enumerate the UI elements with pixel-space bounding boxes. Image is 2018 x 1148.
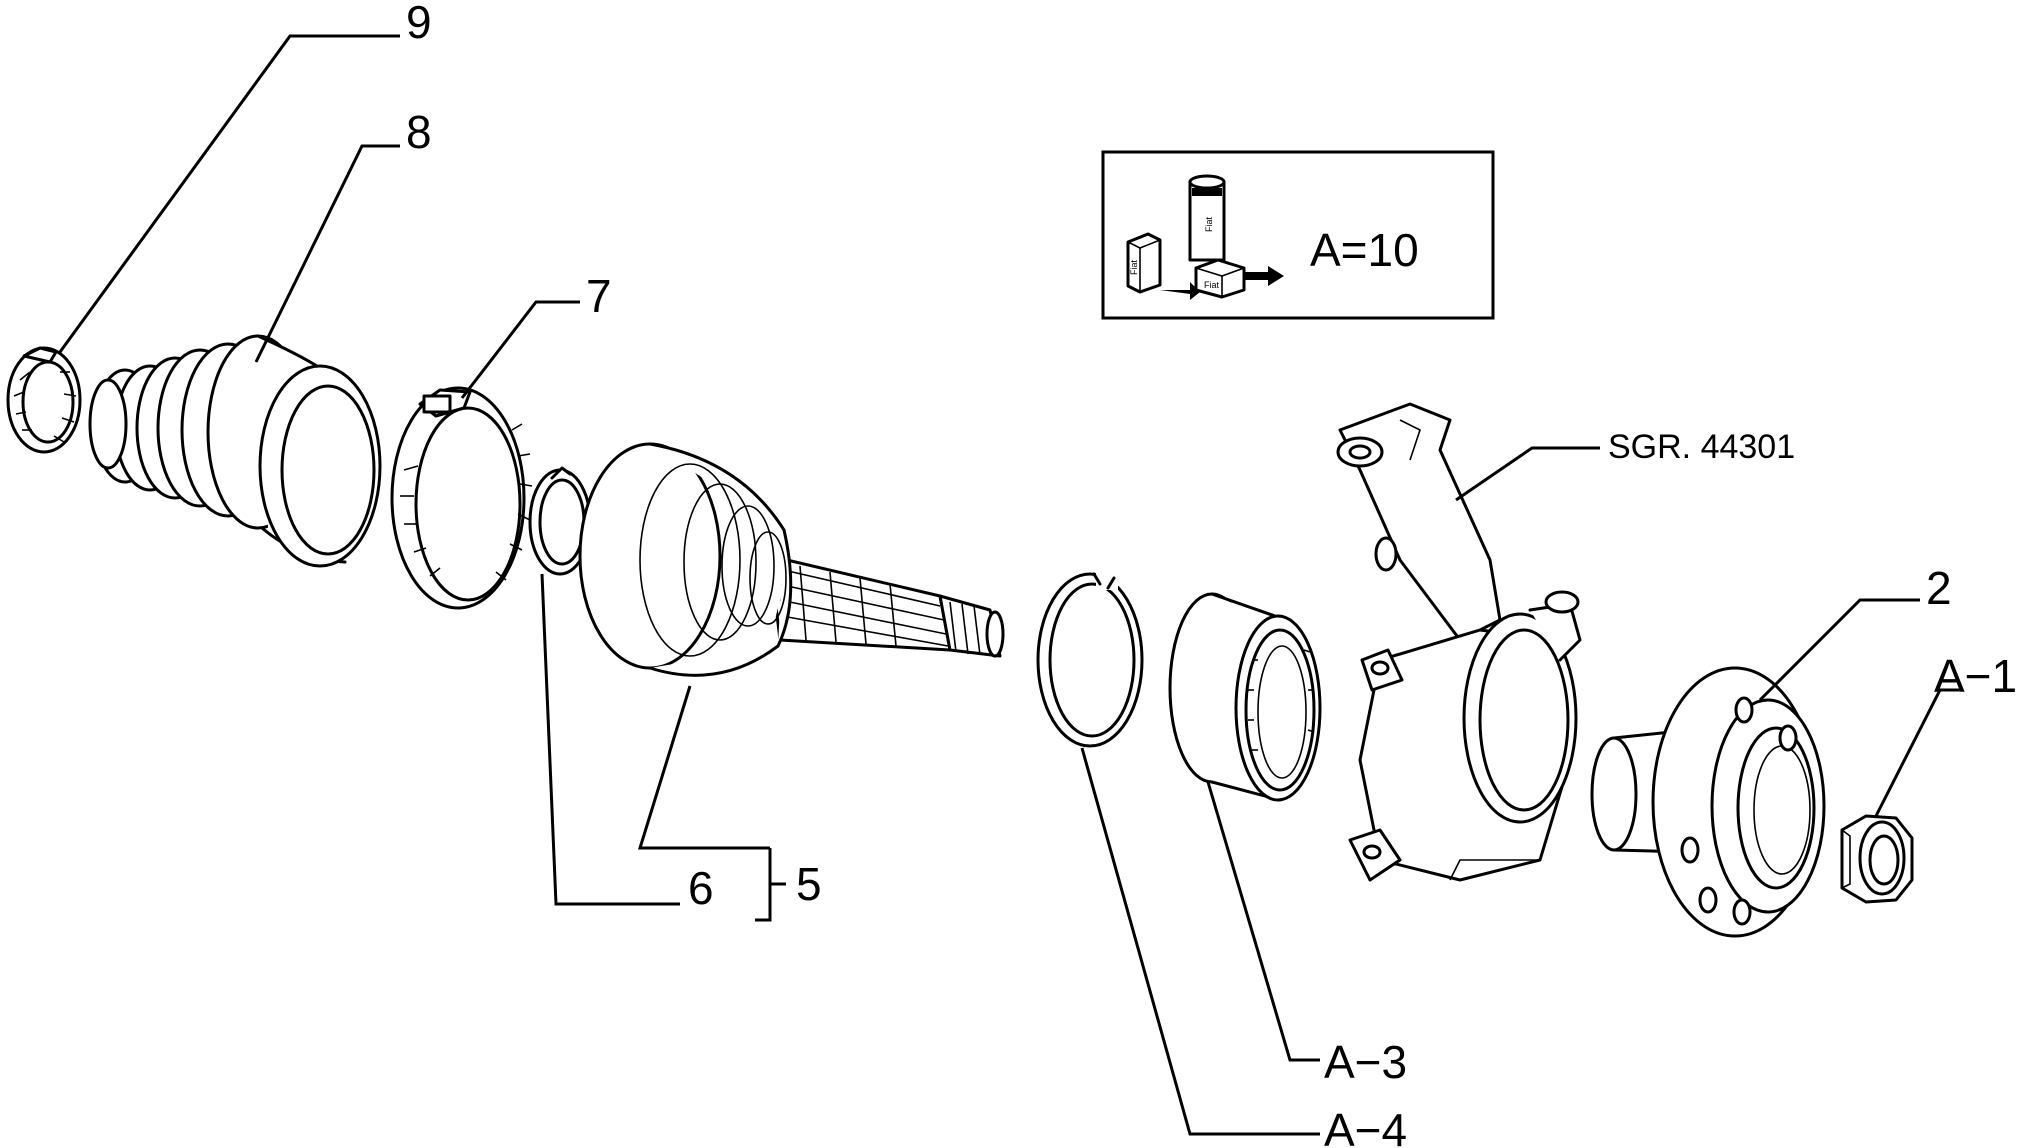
callout-9: 9 bbox=[406, 0, 432, 48]
legend-box: Fiat Fiat Fiat A=10 bbox=[1101, 150, 1495, 320]
can-label: Fiat bbox=[1204, 216, 1214, 232]
hub-nut bbox=[1840, 814, 1914, 904]
wheel-bearing bbox=[1168, 592, 1322, 802]
callout-8: 8 bbox=[406, 106, 432, 158]
snap-ring bbox=[1036, 568, 1144, 748]
cv-boot bbox=[88, 334, 382, 568]
box-label-1: Fiat bbox=[1129, 259, 1139, 275]
leader-lines bbox=[58, 34, 1960, 1136]
box-label-2: Fiat bbox=[1204, 280, 1220, 290]
small-clamp bbox=[6, 346, 82, 454]
callout-a4: A−4 bbox=[1324, 1104, 1407, 1148]
grease-tools-icon: Fiat Fiat Fiat bbox=[1126, 174, 1284, 300]
callout-a1: A−1 bbox=[1934, 650, 2017, 702]
callout-7: 7 bbox=[586, 270, 612, 322]
callout-a3: A−3 bbox=[1324, 1036, 1407, 1088]
callout-2: 2 bbox=[1926, 562, 1952, 614]
callout-5: 5 bbox=[796, 858, 822, 910]
steering-knuckle bbox=[1336, 402, 1582, 882]
legend-value: A=10 bbox=[1310, 224, 1419, 276]
outer-cv-joint bbox=[578, 442, 1005, 677]
wheel-hub bbox=[1590, 666, 1826, 938]
large-clamp bbox=[390, 386, 533, 610]
callout-6: 6 bbox=[688, 862, 714, 914]
callout-sgr: SGR. 44301 bbox=[1608, 428, 1795, 466]
